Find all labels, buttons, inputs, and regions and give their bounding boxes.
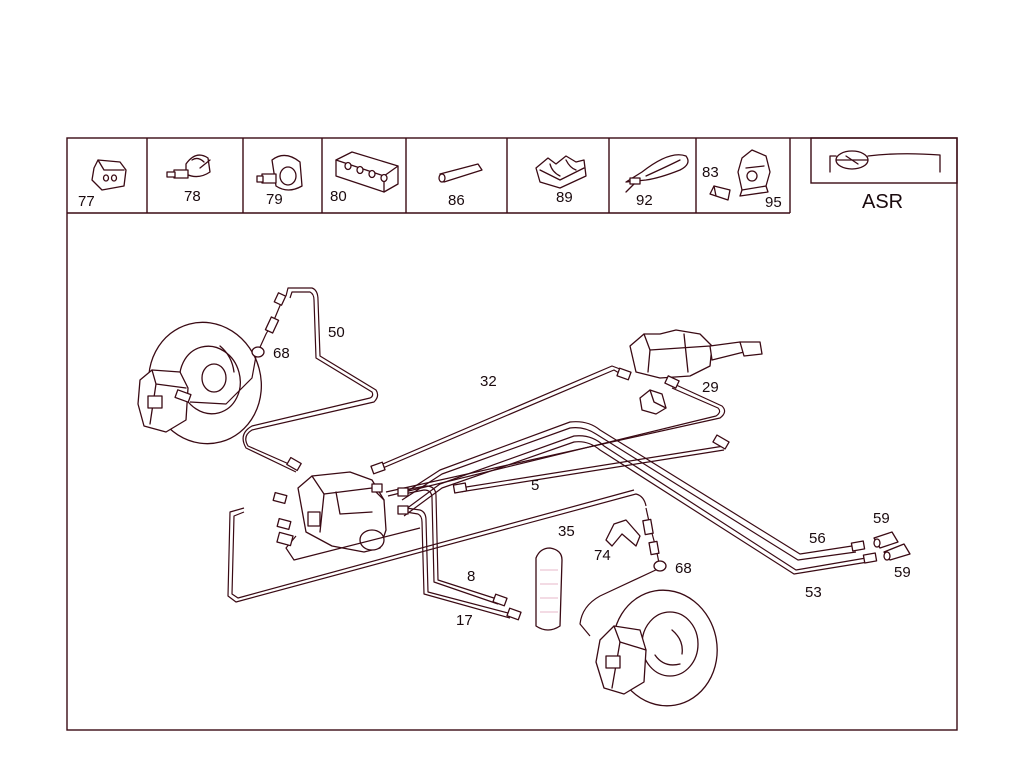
callout-59-lower: 59 bbox=[894, 564, 911, 581]
part-label-79: 79 bbox=[266, 191, 283, 208]
part-label-86: 86 bbox=[448, 192, 465, 209]
brake-pipe-5 bbox=[452, 434, 730, 494]
callout-32: 32 bbox=[480, 373, 497, 390]
callout-68-left: 68 bbox=[273, 345, 290, 362]
callout-59-upper: 59 bbox=[873, 510, 890, 527]
callout-56: 56 bbox=[809, 530, 826, 547]
plug-cap-59-upper bbox=[873, 531, 899, 549]
pressure-accumulator bbox=[535, 547, 563, 631]
callout-53: 53 bbox=[805, 584, 822, 601]
brake-pipe-35 bbox=[227, 489, 647, 603]
variant-box bbox=[810, 137, 958, 184]
cable-tie-icon[interactable] bbox=[625, 154, 689, 193]
brake-hose-68-left bbox=[189, 292, 287, 405]
brake-pipes-56-53 bbox=[399, 421, 878, 575]
callout-8: 8 bbox=[467, 568, 475, 585]
line-bracket bbox=[605, 519, 641, 547]
brake-hose-68-right bbox=[579, 507, 667, 637]
double-clip-icon[interactable] bbox=[535, 155, 587, 189]
right-brake-caliper bbox=[595, 625, 647, 695]
master-cylinder bbox=[629, 329, 763, 379]
brake-pipe-32 bbox=[370, 365, 632, 475]
part-label-83: 83 bbox=[702, 164, 719, 181]
callout-68-right: 68 bbox=[675, 560, 692, 577]
part-label-95: 95 bbox=[765, 194, 782, 211]
callout-29: 29 bbox=[702, 379, 719, 396]
part-label-78: 78 bbox=[184, 188, 201, 205]
plug-cap-59-lower bbox=[883, 543, 911, 561]
brake-pipes-8-17 bbox=[397, 485, 522, 621]
pipe-clip-large-icon[interactable] bbox=[256, 154, 303, 191]
hydraulic-unit bbox=[297, 471, 387, 553]
spacer-icon[interactable] bbox=[709, 185, 731, 201]
bracket-clip-icon[interactable] bbox=[737, 149, 771, 197]
part-label-77: 77 bbox=[78, 193, 95, 210]
pipe-clip-icon[interactable] bbox=[166, 154, 211, 179]
steering-wheel-icon bbox=[829, 150, 941, 173]
multi-pipe-holder-icon[interactable] bbox=[335, 151, 399, 193]
brake-pipe-29 bbox=[385, 375, 726, 497]
callout-5: 5 bbox=[531, 477, 539, 494]
left-brake-caliper bbox=[137, 369, 189, 433]
rubber-grommet-icon[interactable] bbox=[91, 159, 127, 191]
main-diagram-frame bbox=[66, 137, 958, 731]
part-label-92: 92 bbox=[636, 192, 653, 209]
callout-50: 50 bbox=[328, 324, 345, 341]
part-label-80: 80 bbox=[330, 188, 347, 205]
left-caliper-fitting bbox=[174, 389, 192, 403]
hydraulic-unit-fittings bbox=[286, 456, 383, 493]
callout-17: 17 bbox=[456, 612, 473, 629]
pressure-switch bbox=[639, 389, 667, 415]
sleeve-icon[interactable] bbox=[438, 163, 483, 183]
variant-label: ASR bbox=[862, 191, 903, 213]
part-label-89: 89 bbox=[556, 189, 573, 206]
callout-35: 35 bbox=[558, 523, 575, 540]
callout-74: 74 bbox=[594, 547, 611, 564]
brake-pipe-50 bbox=[242, 287, 379, 473]
